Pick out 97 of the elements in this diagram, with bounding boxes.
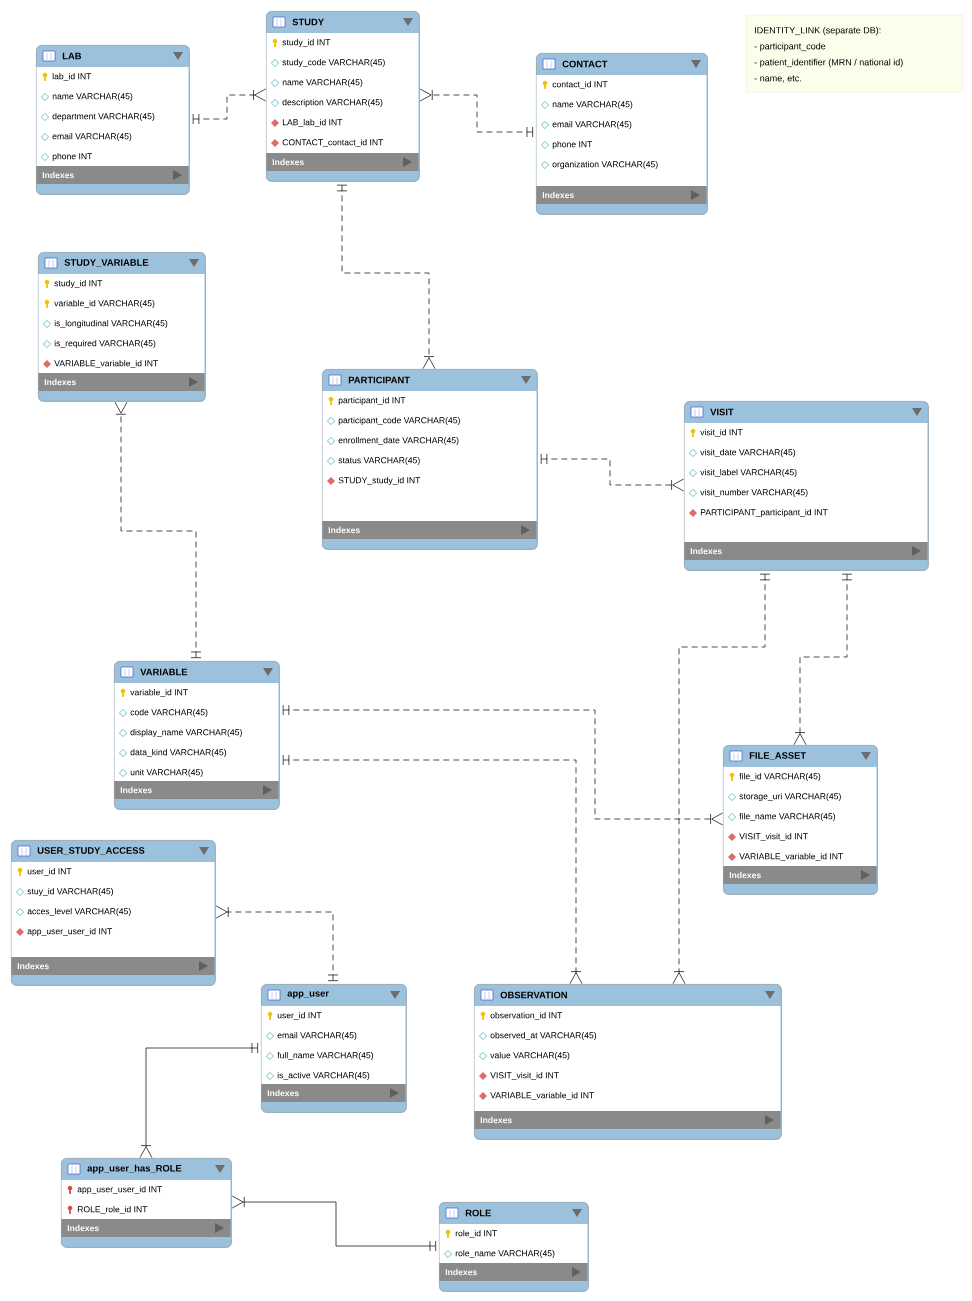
column-row: stuy_id VARCHAR(45)	[27, 888, 113, 896]
indexes-bar: Indexes	[38, 373, 205, 391]
table-title: app_user	[287, 991, 329, 999]
indexes-bar: Indexes	[723, 866, 877, 884]
table-title: OBSERVATION	[500, 991, 567, 999]
table-title: USER_STUDY_ACCESS	[37, 847, 145, 855]
relationship-line	[282, 704, 723, 826]
column-row: visit_id INT	[700, 429, 743, 437]
table-title: LAB	[62, 52, 82, 60]
table-title: VARIABLE	[140, 668, 188, 676]
column-row: is_longitudinal VARCHAR(45)	[54, 320, 168, 328]
column-row: VARIABLE_variable_id INT	[54, 360, 158, 368]
column-row: app_user_user_id INT	[77, 1186, 163, 1195]
column-row: variable_id VARCHAR(45)	[54, 300, 155, 308]
indexes-bar: Indexes	[261, 1084, 406, 1102]
column-row: observation_id INT	[490, 1012, 563, 1020]
column-row: full_name VARCHAR(45)	[277, 1052, 374, 1060]
column-row: is_required VARCHAR(45)	[54, 340, 156, 348]
indexes-bar: Indexes	[61, 1219, 231, 1237]
column-row: contact_id INT	[552, 81, 608, 89]
column-row: role_id INT	[455, 1230, 498, 1238]
indexes-bar: Indexes	[114, 781, 279, 799]
table-title: VISIT	[710, 408, 734, 416]
column-row: study_id INT	[54, 280, 103, 288]
column-row: participant_code VARCHAR(45)	[338, 417, 460, 425]
column-row: CONTACT_contact_id INT	[282, 139, 384, 147]
column-row: name VARCHAR(45)	[52, 93, 133, 101]
column-row: data_kind VARCHAR(45)	[130, 749, 227, 757]
table-title: PARTICIPANT	[348, 376, 410, 384]
column-row: enrollment_date VARCHAR(45)	[338, 437, 459, 445]
column-row: unit VARCHAR(45)	[130, 769, 203, 777]
table-title: ROLE	[465, 1209, 491, 1217]
column-row: email VARCHAR(45)	[552, 121, 632, 129]
column-row: PARTICIPANT_participant_id INT	[700, 509, 828, 517]
column-row: ROLE_role_id INT	[77, 1206, 148, 1214]
column-row: study_code VARCHAR(45)	[282, 59, 385, 67]
table-title: app_user_has_ROLE	[87, 1164, 182, 1174]
column-row: VISIT_visit_id INT	[739, 833, 808, 841]
column-row: phone INT	[552, 141, 593, 149]
column-row: email VARCHAR(45)	[277, 1032, 357, 1040]
column-row: STUDY_study_id INT	[338, 477, 421, 485]
column-row: app_user_user_id INT	[27, 928, 113, 936]
column-row: file_id VARCHAR(45)	[739, 773, 821, 781]
column-row: description VARCHAR(45)	[282, 99, 383, 107]
relationship-line	[793, 573, 853, 745]
column-row: visit_date VARCHAR(45)	[700, 449, 796, 457]
column-row: name VARCHAR(45)	[282, 79, 363, 87]
relationship-line	[192, 88, 266, 125]
indexes-bar: Indexes	[266, 153, 419, 171]
column-row: file_name VARCHAR(45)	[739, 813, 836, 821]
column-row: organization VARCHAR(45)	[552, 161, 658, 169]
indexes-bar: Indexes	[536, 186, 707, 204]
column-row: phone INT	[52, 153, 93, 161]
column-row: role_name VARCHAR(45)	[455, 1250, 555, 1258]
indexes-bar: Indexes	[322, 521, 537, 539]
column-row: acces_level VARCHAR(45)	[27, 908, 131, 916]
column-row: VARIABLE_variable_id INT	[490, 1092, 595, 1100]
relationship-line	[139, 1042, 258, 1158]
column-row: LAB_lab_id INT	[282, 119, 343, 127]
column-row: storage_uri VARCHAR(45)	[739, 793, 841, 801]
column-row: lab_id INT	[52, 73, 92, 81]
relationship-line	[540, 453, 684, 492]
column-row: variable_id INT	[130, 689, 188, 697]
relationship-line	[282, 754, 583, 984]
column-row: status VARCHAR(45)	[338, 457, 420, 465]
column-row: department VARCHAR(45)	[52, 113, 155, 121]
relationship-line	[672, 573, 771, 984]
indexes-bar: Indexes	[474, 1111, 781, 1129]
relationship-line	[336, 184, 436, 369]
column-row: email VARCHAR(45)	[52, 133, 132, 141]
column-row: user_id INT	[27, 868, 72, 876]
indexes-bar: Indexes	[36, 166, 189, 184]
column-row: VARIABLE_variable_id INT	[739, 853, 844, 861]
relationship-line	[231, 1195, 436, 1252]
column-row: visit_number VARCHAR(45)	[700, 489, 808, 497]
indexes-bar: Indexes	[684, 542, 928, 560]
column-row: display_name VARCHAR(45)	[130, 729, 242, 737]
column-row: value VARCHAR(45)	[490, 1052, 570, 1060]
table-title: STUDY_VARIABLE	[64, 259, 149, 267]
table-title: STUDY	[292, 18, 324, 26]
column-row: user_id INT	[277, 1012, 322, 1020]
column-row: visit_label VARCHAR(45)	[700, 469, 797, 477]
column-row: participant_id INT	[338, 397, 406, 405]
indexes-bar: Indexes	[439, 1263, 588, 1281]
column-row: VISIT_visit_id INT	[490, 1072, 559, 1080]
column-row: code VARCHAR(45)	[130, 709, 208, 717]
note-box: IDENTITY_LINK (separate DB): - participant_code - patient_identifier (MRN / national id) - name, etc.	[746, 15, 963, 93]
table-title: CONTACT	[562, 60, 608, 68]
relationship-line	[114, 401, 202, 658]
column-row: study_id INT	[282, 39, 331, 47]
column-row: is_active VARCHAR(45)	[277, 1072, 370, 1080]
column-row: name VARCHAR(45)	[552, 101, 633, 109]
table-title: FILE_ASSET	[749, 752, 807, 760]
relationship-line	[215, 905, 339, 981]
relationship-line	[419, 88, 533, 138]
indexes-bar: Indexes	[11, 957, 215, 975]
column-row: observed_at VARCHAR(45)	[490, 1032, 597, 1040]
